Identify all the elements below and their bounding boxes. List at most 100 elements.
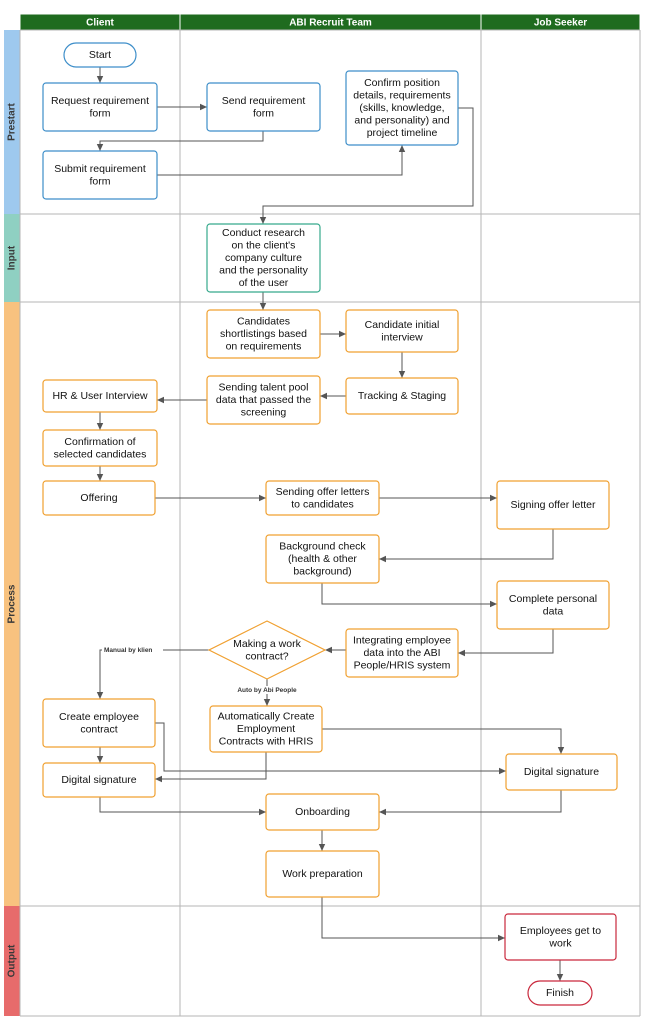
process-shape xyxy=(42,379,158,413)
edge-create-contract-to-sig-seeker xyxy=(155,722,506,775)
swimlane-process: Process xyxy=(4,301,640,906)
node-text-line: company culture xyxy=(225,252,302,264)
swimlane-label: Input xyxy=(7,245,18,270)
process-shape xyxy=(265,850,380,898)
node-text-line: Complete personal xyxy=(509,593,597,605)
node-hr-iv: HR & User Interview xyxy=(42,379,158,413)
node-text-line: and the personality xyxy=(219,265,308,277)
node-text-line: Integrating employee xyxy=(353,635,451,647)
column-header-abi: ABI Recruit Team xyxy=(179,13,482,31)
process-shape xyxy=(209,705,323,753)
edge-sig-client-to-onboarding xyxy=(99,797,266,816)
node-text-line: form xyxy=(253,107,274,119)
node-text-line: Background check xyxy=(279,541,366,553)
process-shape xyxy=(505,753,618,791)
node-text-line: People/HRIS system xyxy=(354,660,451,672)
process-shape xyxy=(345,309,459,353)
node-onboarding: Onboarding xyxy=(265,793,380,831)
node-text-line: contract xyxy=(80,723,117,735)
node-text-line: Sending talent pool xyxy=(219,382,309,394)
process-shape xyxy=(265,793,380,831)
node-text-line: Offering xyxy=(80,492,117,504)
node-text-line: Automatically Create xyxy=(218,711,315,723)
process-shape xyxy=(496,580,610,630)
edge-label: Manual by klien xyxy=(104,647,152,654)
edge-sig-seeker-to-onboarding xyxy=(379,790,562,816)
node-text-line: work xyxy=(548,937,572,949)
node-text-line: Conduct research xyxy=(222,227,305,239)
node-text-line: (skills, knowledge, xyxy=(359,102,444,114)
process-shape xyxy=(42,698,156,748)
terminal-shape xyxy=(527,980,593,1006)
terminal-shape xyxy=(63,42,137,68)
edge-confirm-pos-to-research xyxy=(259,107,474,224)
process-shape xyxy=(206,223,321,293)
node-text-line: Employment xyxy=(237,723,295,735)
node-text-line: Submit requirement xyxy=(54,163,146,175)
node-text-line: Create employee xyxy=(59,711,139,723)
node-sign-offer: Signing offer letter xyxy=(496,480,610,530)
process-shape xyxy=(345,70,459,146)
process-shape xyxy=(42,480,156,516)
node-text-line: contract? xyxy=(245,650,288,662)
node-text-line: selected candidates xyxy=(54,448,147,460)
node-text-line: on requirements xyxy=(226,341,302,353)
node-text-line: Sending offer letters xyxy=(276,486,370,498)
node-text-line: Candidate initial xyxy=(365,319,440,331)
node-text-line: Finish xyxy=(546,987,574,999)
process-shape xyxy=(42,762,156,798)
node-text-line: Send requirement xyxy=(222,95,306,107)
column-header-label: ABI Recruit Team xyxy=(289,18,372,29)
swimlane-label: Process xyxy=(7,584,18,623)
decision-shape xyxy=(207,620,327,680)
node-text-line: Onboarding xyxy=(295,806,350,818)
node-text-line: Contracts with HRIS xyxy=(219,736,314,748)
node-auto-contract: Automatically CreateEmploymentContracts … xyxy=(209,705,323,753)
node-text-line: Request requirement xyxy=(51,95,149,107)
process-shape xyxy=(265,480,380,516)
node-text-line: Signing offer letter xyxy=(510,499,596,511)
node-text-line: form xyxy=(90,175,111,187)
node-start: Start xyxy=(63,42,137,68)
node-text-line: on the client's xyxy=(232,240,296,252)
edge-auto-contract-to-sig-client xyxy=(155,752,267,783)
node-text-line: Digital signature xyxy=(524,766,599,778)
node-text-line: of the user xyxy=(239,277,289,289)
column-header-label: Client xyxy=(86,18,114,29)
node-text-line: data into the ABI xyxy=(363,647,440,659)
column-header-label: Job Seeker xyxy=(534,18,587,29)
column-header-client: Client xyxy=(19,13,181,31)
node-text-line: Making a work xyxy=(233,638,301,650)
node-text-line: Digital signature xyxy=(61,774,136,786)
swimlane-input: Input xyxy=(4,213,640,302)
process-shape xyxy=(265,534,380,584)
edge-auto-contract-to-sig-seeker xyxy=(322,728,565,754)
column-header-seeker: Job Seeker xyxy=(480,13,641,31)
edge-work-prep-to-employees-work xyxy=(321,897,505,942)
node-text-line: Confirm position xyxy=(364,77,440,89)
node-text-line: interview xyxy=(381,331,423,343)
node-sig-seeker: Digital signature xyxy=(505,753,618,791)
node-text-line: Candidates xyxy=(237,316,290,328)
process-shape xyxy=(42,150,158,200)
node-work-prep: Work preparation xyxy=(265,850,380,898)
node-text-line: details, requirements xyxy=(353,90,450,102)
node-sig-client: Digital signature xyxy=(42,762,156,798)
node-text-line: Start xyxy=(89,49,111,61)
node-text-line: HR & User Interview xyxy=(52,390,148,402)
swimlane-prestart: Prestart xyxy=(4,29,640,214)
node-text-line: background) xyxy=(293,566,351,578)
node-text-line: data xyxy=(543,605,564,617)
edge-label-bg xyxy=(230,686,304,694)
